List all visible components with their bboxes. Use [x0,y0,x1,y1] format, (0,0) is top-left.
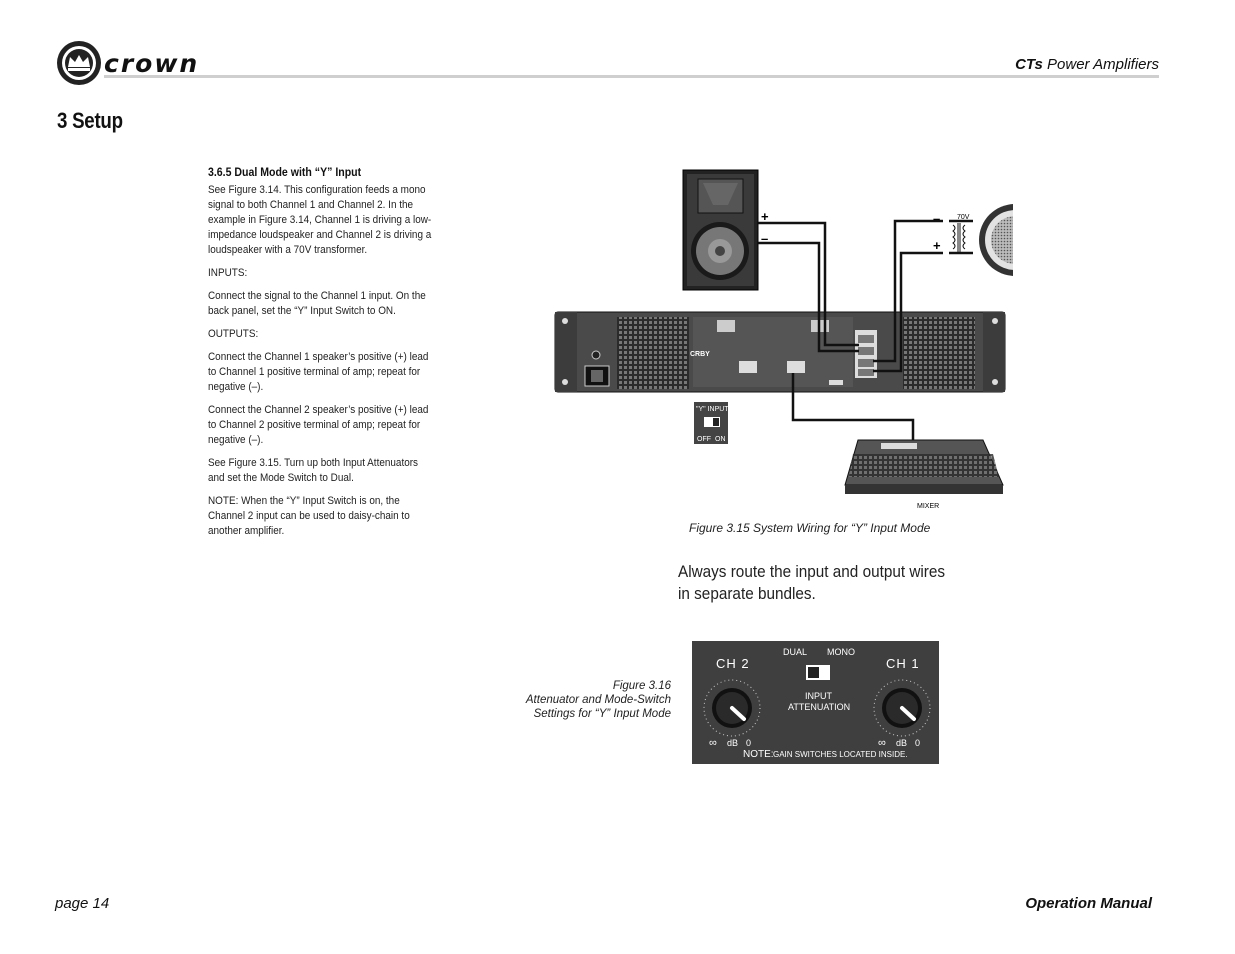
paragraph: See Figure 3.15. Turn up both Input Atte… [208,457,419,484]
amp-brand: CRBY [690,351,710,358]
figure-16-caption: Figure 3.16 Attenuator and Mode-Switch S… [490,679,671,721]
paragraph: INPUTS: [208,267,248,279]
gain-note-label: NOTE: [743,749,774,760]
speaker2-minus: – [933,211,940,226]
ch1-db: dB [896,738,907,748]
y-input-switch [694,402,728,444]
loudspeaker-cabinet [682,169,759,291]
page-number: page 14 [55,895,110,912]
page-heading: 3 Setup [57,108,123,133]
y-input-label: "Y" INPUT [696,406,729,413]
ch2-inf: ∞ [709,737,717,749]
mono-label: MONO [827,647,855,657]
speaker1-minus: – [761,231,768,246]
section-body: 3.6.5 Dual Mode with “Y” Input See Figur… [208,165,438,547]
ch2-label: CH 2 [716,656,750,671]
routing-note: Always route the input and output wires … [678,562,946,603]
paragraph: Connect the Channel 2 speaker’s positive… [208,404,429,446]
section-title: 3.6.5 Dual Mode with “Y” Input [208,165,362,179]
speaker2-plus: + [933,238,941,253]
figure-15-caption: Figure 3.15 System Wiring for “Y” Input … [689,521,931,535]
attenuator-panel: CH 2 CH 1 DUAL MONO INPUT ATTENUATION ∞ … [692,641,939,764]
mode-switch [806,665,830,680]
y-input-on: ON [715,436,726,443]
crown-logo [57,41,101,85]
ceiling-speaker [979,204,1013,276]
brand-wordmark: crown [104,49,200,78]
figure-16-caption-line: Figure 3.16 [612,680,671,692]
figure-16-caption-line: Attenuator and Mode-Switch [525,694,671,706]
paragraph: See Figure 3.14. This configuration feed… [208,184,432,256]
header-title: CTs Power Amplifiers [1015,56,1159,73]
gain-note-text: GAIN SWITCHES LOCATED INSIDE. [773,750,908,759]
ch1-inf: ∞ [878,737,886,749]
wiring-diagram: + – – + 70V CR [554,169,1013,510]
speaker1-plus: + [761,209,769,224]
header-title-bold: CTs [1015,56,1043,73]
manual-title: Operation Manual [1025,895,1152,912]
amplifier-back-panel [554,311,1006,393]
figure-16-caption-line: Settings for “Y” Input Mode [533,708,671,720]
input-label: INPUT [805,691,833,701]
header-title-rest: Power Amplifiers [1042,56,1159,73]
y-input-off: OFF [697,436,711,443]
speaker-wires [758,219,973,440]
mixer-console [844,439,1004,494]
ch1-knob [873,679,931,737]
ch1-label: CH 1 [886,656,920,671]
mixer-label: MIXER [917,503,939,510]
ch1-zero: 0 [915,738,920,748]
ch2-zero: 0 [746,738,751,748]
header-rule [104,75,1159,78]
dual-label: DUAL [783,647,807,657]
transformer-icon [952,223,966,253]
ch2-knob [703,679,761,737]
paragraph: NOTE: When the “Y” Input Switch is on, t… [208,495,410,537]
paragraph: OUTPUTS: [208,328,259,340]
paragraph: Connect the signal to the Channel 1 inpu… [208,290,426,317]
attenuation-label: ATTENUATION [788,702,850,712]
ch2-db: dB [727,738,738,748]
paragraph: Connect the Channel 1 speaker’s positive… [208,351,429,393]
transformer-label: 70V [957,214,970,221]
